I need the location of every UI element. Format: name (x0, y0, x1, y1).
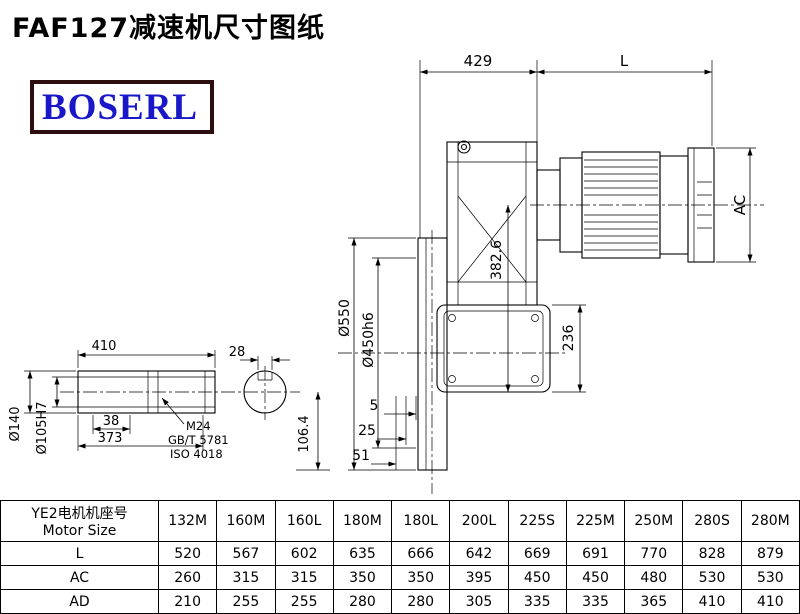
output-flange (417, 237, 448, 471)
row-label: AD (0, 589, 159, 614)
dim-d105h7: Ø105H7 (35, 401, 50, 454)
dimension-cell: 450 (565, 565, 626, 590)
column-header: 200L (449, 500, 509, 542)
dim-236: 236 (561, 325, 577, 352)
dimension-cell: 335 (507, 589, 567, 614)
dim-51: 51 (352, 448, 370, 464)
shaft-end-view (243, 370, 287, 414)
motor-fins (584, 159, 658, 251)
dim-28: 28 (229, 345, 246, 360)
dimension-cell: 350 (332, 565, 393, 590)
column-header: 280M (740, 500, 800, 542)
fan-cowl (687, 147, 715, 263)
dimension-cell: 365 (624, 589, 684, 614)
thread-label-gbt: GB/T 5781 (168, 433, 229, 447)
boserl-logo: BOSERL (30, 80, 214, 134)
dimension-cell: 602 (274, 541, 334, 566)
dimension-cell: 770 (624, 541, 684, 566)
dimension-cell: 450 (507, 565, 567, 590)
dimension-cell: 210 (157, 589, 218, 614)
dim-AC: AC (731, 195, 749, 215)
gear-unit-view (417, 140, 715, 471)
keyway (257, 372, 273, 381)
dimension-cell: 530 (740, 565, 800, 590)
dimension-cell: 280 (332, 589, 393, 614)
column-header: 180L (391, 500, 451, 542)
dimension-cell: 280 (391, 589, 451, 614)
dim-373: 373 (98, 431, 123, 446)
boserl-logo-text: BOSERL (42, 86, 199, 128)
dimension-cell: 691 (565, 541, 626, 566)
dimension-cell: 315 (274, 565, 334, 590)
column-header: 160M (216, 500, 276, 542)
dimension-cell: 520 (157, 541, 218, 566)
column-header: 180M (332, 500, 393, 542)
dimension-cell: 395 (449, 565, 509, 590)
gear-case (436, 304, 551, 393)
dim-d140: Ø140 (8, 406, 23, 441)
dim-382-6: 382.6 (489, 240, 505, 280)
dim-25: 25 (358, 423, 376, 439)
dimension-cell: 410 (682, 589, 742, 614)
thread-label-m24: M24 (186, 419, 211, 433)
dim-d550: Ø550 (337, 299, 353, 337)
dimension-cell: 410 (740, 589, 800, 614)
dimension-cell: 260 (157, 565, 218, 590)
thread-leader (161, 397, 185, 425)
dimension-cell: 315 (216, 565, 276, 590)
column-header: 225S (507, 500, 567, 542)
dimensions: 429 L AC Ø550 Ø450h6 382.6 236 5 25 51 4… (8, 52, 756, 471)
shaft-detail-view (77, 370, 287, 414)
shaft-side-view (77, 370, 216, 414)
dimension-cell: 305 (449, 589, 509, 614)
thread-label-iso: ISO 4018 (170, 447, 223, 461)
dimension-cell: 255 (274, 589, 334, 614)
column-header: 280S (682, 500, 742, 542)
dim-429: 429 (464, 52, 493, 70)
eye-bolt (457, 140, 471, 154)
dimension-cell: 480 (624, 565, 684, 590)
row-label: AC (0, 565, 159, 590)
dimension-cell: 335 (565, 589, 626, 614)
dim-38: 38 (103, 414, 120, 429)
column-header: 225M (565, 500, 626, 542)
dim-410: 410 (92, 339, 117, 354)
dimension-cell: 666 (391, 541, 451, 566)
row-label: L (0, 541, 159, 566)
dimension-cell: 567 (216, 541, 276, 566)
technical-drawing: 429 L AC Ø550 Ø450h6 382.6 236 5 25 51 4… (8, 52, 764, 494)
centerlines (60, 204, 764, 494)
dimension-cell: 635 (332, 541, 393, 566)
dim-d450h6: Ø450h6 (361, 312, 377, 368)
column-header: 250M (624, 500, 684, 542)
dim-L: L (620, 52, 629, 70)
dimension-cell: 828 (682, 541, 742, 566)
column-header: 160L (274, 500, 334, 542)
extension-lines (24, 60, 756, 471)
page-title: FAF127减速机尺寸图纸 (12, 13, 326, 44)
column-header: 132M (157, 500, 218, 542)
dimension-cell: 669 (507, 541, 567, 566)
dimension-cell: 879 (740, 541, 800, 566)
dimension-cell: 350 (391, 565, 451, 590)
dimension-cell: 255 (216, 589, 276, 614)
dimension-cell: 530 (682, 565, 742, 590)
dim-106-4: 106.4 (297, 415, 312, 452)
dim-5: 5 (370, 398, 379, 414)
dimension-cell: 642 (449, 541, 509, 566)
